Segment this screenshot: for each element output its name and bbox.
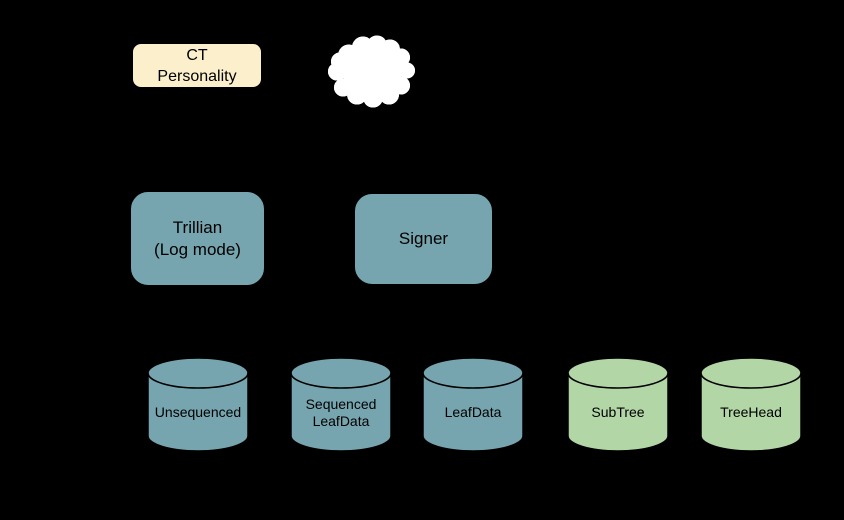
datastore-treehead: TreeHead (699, 357, 803, 452)
datastore-sequenced-leafdata-label-line2: LeafData (312, 412, 370, 429)
database-cylinder-icon (422, 357, 524, 452)
datastore-unsequenced: Unsequenced (146, 357, 250, 452)
datastore-unsequenced-label: Unsequenced (154, 404, 242, 420)
datastore-sequenced-leafdata: Sequenced LeafData (289, 357, 393, 452)
datastore-leafdata: LeafData (421, 357, 525, 452)
cloud-shape (326, 33, 417, 110)
datastore-leafdata-label: LeafData (444, 404, 502, 420)
datastore-treehead-label: TreeHead (720, 404, 782, 420)
node-ct-personality: CT Personality (131, 42, 263, 89)
node-signer-label: Signer (398, 229, 449, 248)
node-trillian-label-line1: Trillian (172, 217, 223, 237)
node-signer: Signer (354, 193, 493, 285)
datastore-subtree-label: SubTree (591, 404, 645, 420)
node-trillian-log-mode: Trillian (Log mode) (130, 191, 265, 286)
node-ct-personality-label-line2: Personality (157, 67, 237, 85)
database-cylinder-icon (567, 357, 669, 452)
cloud-icon (325, 33, 417, 112)
node-trillian-label-line2: (Log mode) (154, 239, 241, 259)
database-cylinder-icon (147, 357, 249, 452)
database-cylinder-icon (290, 357, 392, 452)
node-ct-personality-label-line1: CT (186, 46, 208, 64)
datastore-sequenced-leafdata-label-line1: Sequenced (305, 395, 377, 412)
datastore-subtree: SubTree (566, 357, 670, 452)
database-cylinder-icon (700, 357, 802, 452)
